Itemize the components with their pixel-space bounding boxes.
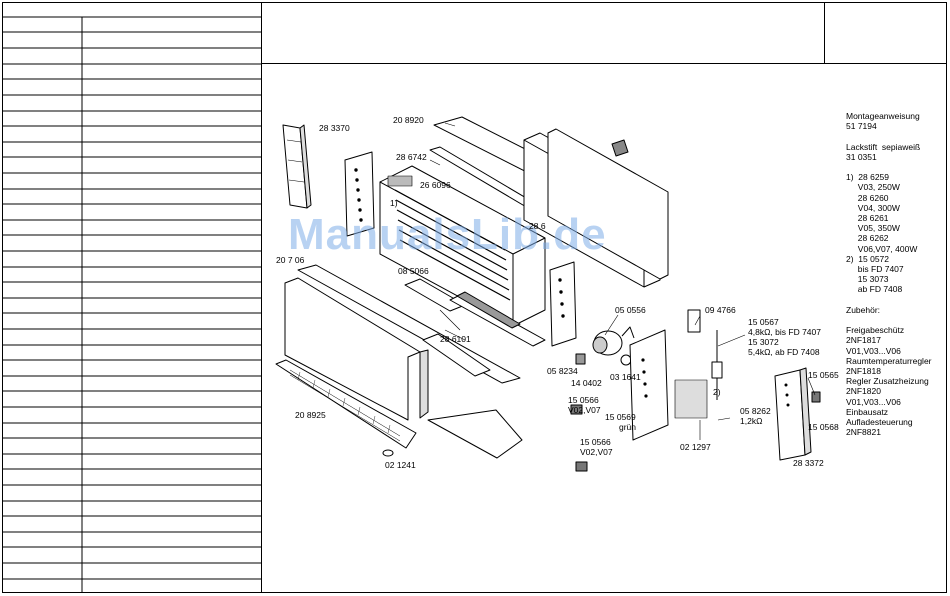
part-label: 4,8kΩ, bis FD 7407 bbox=[748, 327, 821, 337]
parts-table bbox=[2, 2, 262, 593]
assembly-notes: Montageanweisung 51 7194 Lackstift sepia… bbox=[846, 111, 932, 438]
part-label: V02,V07 bbox=[568, 405, 601, 415]
watermark: ManualsLib.de bbox=[288, 210, 607, 259]
part-label: 15 0565 bbox=[808, 370, 839, 380]
part-label: 15 3072 bbox=[748, 337, 779, 347]
part-label: grün bbox=[619, 422, 637, 432]
part-label: 05 8262 bbox=[740, 406, 771, 416]
title-corner-block bbox=[824, 2, 947, 64]
part-label: 28 6742 bbox=[396, 152, 427, 162]
part-label: 08 5066 bbox=[398, 266, 429, 276]
part-label: 20 8920 bbox=[393, 115, 424, 125]
part-label: 09 4766 bbox=[705, 305, 736, 315]
part-label: 2) bbox=[713, 387, 721, 397]
part-label: 02 1297 bbox=[680, 442, 711, 452]
part-label: 05 8234 bbox=[547, 366, 578, 376]
part-label: 28 6101 bbox=[440, 334, 471, 344]
part-label: 15 0566 bbox=[580, 437, 611, 447]
part-label: 1) bbox=[390, 198, 398, 208]
part-label: V02,V07 bbox=[580, 447, 613, 457]
part-label: 28 3370 bbox=[319, 123, 350, 133]
part-label: 15 0568 bbox=[808, 422, 839, 432]
part-label: 28 6 bbox=[529, 221, 546, 231]
part-label: 5,4kΩ, ab FD 7408 bbox=[748, 347, 820, 357]
part-label: 14 0402 bbox=[571, 378, 602, 388]
part-label: 03 1641 bbox=[610, 372, 641, 382]
part-label: 26 6096 bbox=[420, 180, 451, 190]
part-label: 20 8925 bbox=[295, 410, 326, 420]
part-label: 15 0569 bbox=[605, 412, 636, 422]
part-label: 05 0556 bbox=[615, 305, 646, 315]
part-label: 28 3372 bbox=[793, 458, 824, 468]
part-label: 1,2kΩ bbox=[740, 416, 763, 426]
part-label: 20 7 06 bbox=[276, 255, 305, 265]
part-label: 02 1241 bbox=[385, 460, 416, 470]
part-label: 15 0566 bbox=[568, 395, 599, 405]
part-label: 15 0567 bbox=[748, 317, 779, 327]
title-block bbox=[262, 2, 947, 64]
